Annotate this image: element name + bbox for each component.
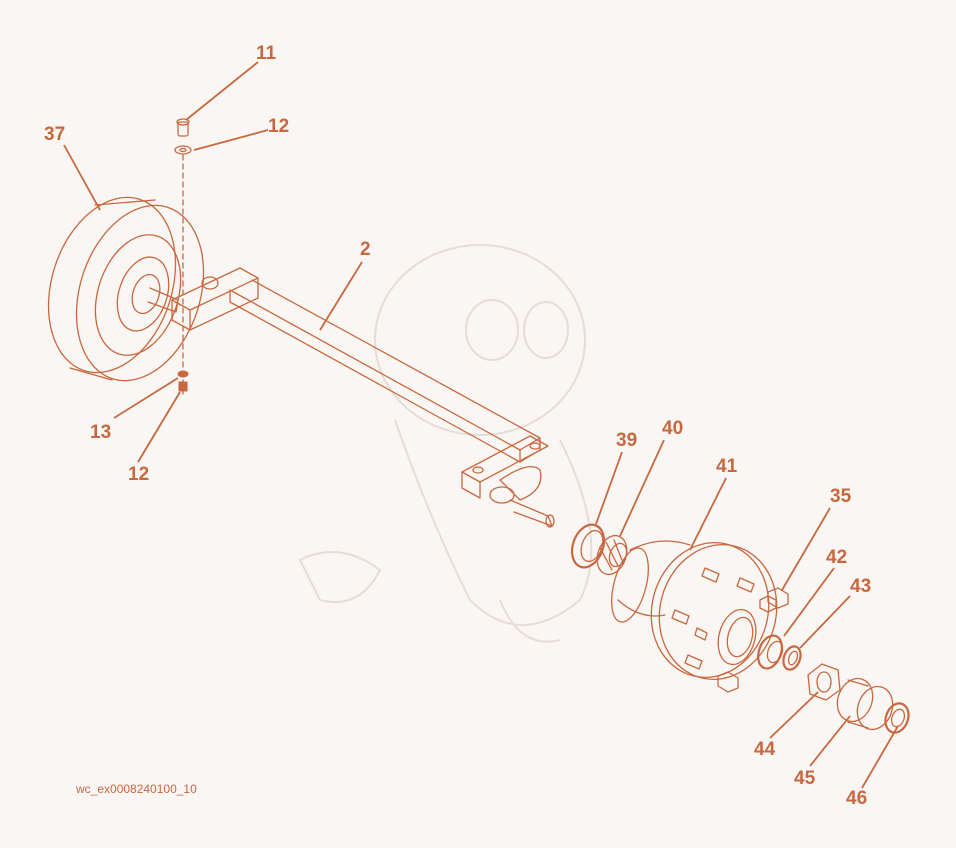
dust-cap-45	[836, 677, 894, 731]
callout-46: 46	[846, 788, 867, 809]
watermark-mascot	[298, 244, 593, 643]
bearing-cup-39	[570, 523, 606, 569]
callout-2: 2	[360, 239, 371, 260]
callout-39: 39	[616, 430, 637, 451]
bearing-cone-42	[757, 634, 784, 670]
washer-43	[782, 645, 802, 671]
hub-41	[611, 540, 778, 681]
pin-hardware	[174, 118, 192, 396]
callout-13: 13	[90, 422, 111, 443]
castle-nut-44	[807, 663, 841, 701]
callout-37: 37	[44, 124, 65, 145]
callout-11: 11	[256, 43, 277, 64]
callout-40: 40	[662, 418, 683, 439]
callout-42: 42	[826, 547, 847, 568]
callout-41: 41	[716, 456, 738, 477]
lug-nuts-35	[717, 587, 789, 693]
callout-43: 43	[850, 576, 871, 597]
callout-12: 12	[268, 116, 289, 137]
spindle	[489, 466, 555, 528]
callout-35: 35	[830, 486, 852, 507]
axle-beam-2	[171, 267, 549, 499]
cap-46	[884, 702, 910, 734]
drawing-id-caption: wc_ex0008240100_10	[75, 782, 197, 796]
callout-labels: 11 12 37 2 13 12 39 40 41 35 42 43 44 45…	[44, 43, 871, 809]
wheel-studs	[671, 567, 755, 670]
wheel-37	[47, 196, 205, 382]
bearing-cone-40	[596, 534, 628, 576]
callout-45: 45	[794, 768, 816, 789]
callout-12-lower: 12	[128, 464, 149, 485]
callout-44: 44	[754, 739, 776, 760]
leader-lines	[63, 61, 899, 789]
